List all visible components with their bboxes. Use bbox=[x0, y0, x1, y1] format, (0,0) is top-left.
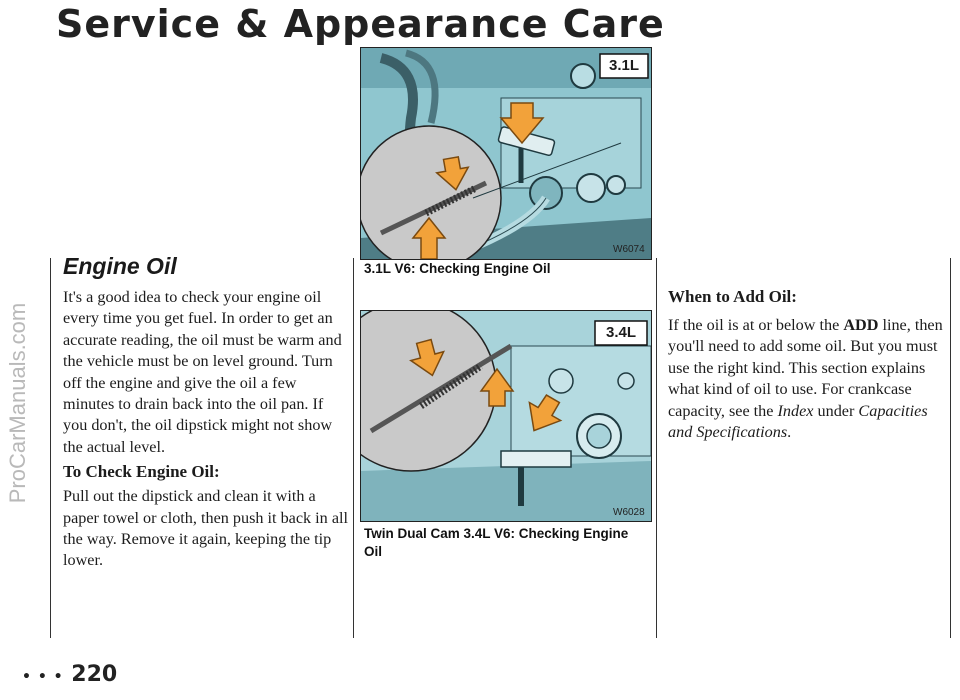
column-rule-right bbox=[950, 258, 951, 638]
engine-illustration-3-1l bbox=[361, 48, 651, 259]
figure-3-1l-engine: 3.1L W6074 bbox=[360, 47, 652, 260]
engine-oil-heading: Engine Oil bbox=[63, 253, 177, 279]
left-column: It's a good idea to check your engine oi… bbox=[63, 287, 348, 572]
add-oil-text-part1: If the oil is at or below the bbox=[668, 316, 844, 334]
page-number: • • • 220 bbox=[22, 662, 117, 687]
page-number-dots: • • • bbox=[22, 669, 64, 685]
watermark: ProCarManuals.com bbox=[4, 150, 30, 650]
right-column: When to Add Oil: If the oil is at or bel… bbox=[668, 287, 943, 443]
capacities-reference: Capacities and Specifications bbox=[668, 401, 928, 442]
column-rule-left bbox=[50, 258, 51, 638]
add-oil-text-part4: . bbox=[787, 423, 792, 442]
add-oil-heading: When to Add Oil: bbox=[668, 287, 797, 306]
figure-code-3-4l: W6028 bbox=[613, 507, 645, 518]
figure-engine-tag-3-1l: 3.1L bbox=[608, 57, 639, 74]
figure-3-4l-engine: 3.4L W6028 bbox=[360, 310, 652, 522]
column-rule-middle-right bbox=[656, 258, 657, 638]
page-title: Service & Appearance Care bbox=[56, 2, 665, 46]
column-rule-middle-left bbox=[353, 258, 354, 638]
check-oil-heading: To Check Engine Oil: bbox=[63, 462, 220, 482]
figure-engine-tag-3-4l: 3.4L bbox=[605, 324, 636, 341]
engine-illustration-3-4l bbox=[361, 311, 651, 521]
add-oil-text-part2: line, then you'll need to add some oil. … bbox=[668, 316, 943, 420]
watermark-text: ProCarManuals.com bbox=[5, 302, 30, 504]
add-oil-text: If the oil is at or below the ADD line, … bbox=[668, 315, 943, 443]
figure-caption-3-1l: 3.1L V6: Checking Engine Oil bbox=[364, 261, 551, 276]
add-word: ADD bbox=[843, 316, 879, 334]
figure-caption-3-4l: Twin Dual Cam 3.4L V6: Checking Engine O… bbox=[364, 526, 629, 559]
index-reference: Index bbox=[777, 401, 814, 420]
engine-oil-intro: It's a good idea to check your engine oi… bbox=[63, 288, 342, 456]
add-oil-text-part3: under bbox=[813, 401, 859, 420]
check-oil-text: Pull out the dipstick and clean it with … bbox=[63, 487, 349, 570]
figure-code-3-1l: W6074 bbox=[613, 244, 645, 255]
page-number-value: 220 bbox=[71, 662, 118, 687]
